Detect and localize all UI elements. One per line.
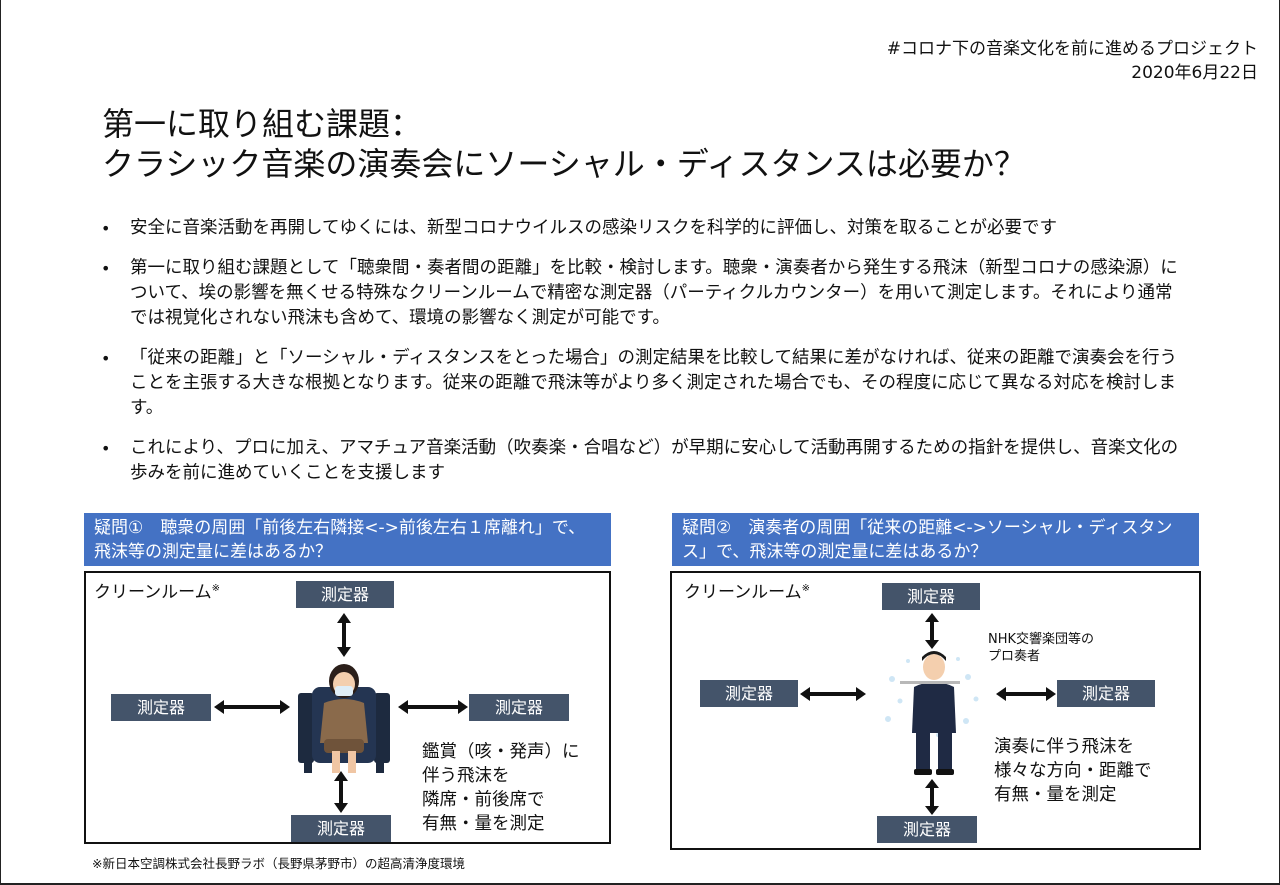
- arrow-horizontal-right: [996, 687, 1056, 701]
- arrow-horizontal-right: [398, 700, 468, 714]
- meter-left: 測定器: [700, 680, 798, 707]
- clean-room-label: クリーンルーム※: [94, 582, 221, 603]
- bullet-item: これにより、プロに加え、アマチュア音楽活動（吹奏楽・合唱など）が早期に安心して活…: [98, 436, 1183, 486]
- clean-room-label: クリーンルーム※: [684, 582, 811, 603]
- meter-bottom: 測定器: [291, 815, 391, 842]
- meter-bottom: 測定器: [877, 816, 977, 843]
- flute-player-illustration: [885, 651, 979, 775]
- footnote: ※新日本空調株式会社長野ラボ（長野県茅野市）の超高清浄度環境: [92, 856, 465, 871]
- seated-audience-illustration: [298, 664, 390, 773]
- arrow-horizontal-left: [800, 687, 866, 701]
- performer-measurement-description: 演奏に伴う飛沫を 様々な方向・距離で 有無・量を測定: [994, 737, 1152, 805]
- meter-top: 測定器: [882, 583, 980, 610]
- meter-right: 測定器: [1057, 680, 1155, 707]
- document-date: 2020年6月22日: [1131, 63, 1258, 83]
- audience-measurement-description: 鑑賞（咳・発声）に 伴う飛沫を 隣席・前後席で 有無・量を測定: [422, 742, 580, 834]
- meter-left: 測定器: [111, 694, 211, 721]
- meter-top: 測定器: [296, 581, 394, 608]
- arrow-vertical-top: [337, 613, 351, 657]
- question-2-diagram: クリーンルーム※ 測定器 測定器 測定器 測定器 NHK交響楽団等の プロ奏者 …: [670, 571, 1201, 850]
- question-1-header: 疑問① 聴衆の周囲「前後左右隣接<->前後左右１席離れ」で、飛沫等の測定量に差は…: [84, 513, 611, 566]
- title-line-1: 第一に取り組む課題：: [102, 105, 423, 143]
- performer-label: NHK交響楽団等の プロ奏者: [988, 632, 1095, 664]
- bullet-item: 安全に音楽活動を再開してゆくには、新型コロナウイルスの感染リスクを科学的に評価し…: [98, 216, 1183, 241]
- page-border-bottom: [0, 883, 1280, 885]
- arrow-horizontal-left: [214, 700, 290, 714]
- title-line-2: クラシック音楽の演奏会にソーシャル・ディスタンスは必要か？: [102, 145, 1026, 183]
- meter-right: 測定器: [469, 694, 569, 721]
- arrow-vertical-top: [925, 613, 939, 649]
- question-1-diagram: クリーンルーム※ 測定器 測定器 測定器 測定器 鑑賞（咳・発声）に 伴う飛沫を…: [84, 571, 611, 844]
- bullet-item: 「従来の距離」と「ソーシャル・ディスタンスをとった場合」の測定結果を比較して結果…: [98, 346, 1183, 421]
- arrow-vertical-bottom: [925, 779, 939, 815]
- page-border-left: [0, 0, 1, 885]
- bullet-item: 第一に取り組む課題として「聴衆間・奏者間の距離」を比較・検討します。聴衆・演奏者…: [98, 256, 1183, 331]
- page-title: 第一に取り組む課題： クラシック音楽の演奏会にソーシャル・ディスタンスは必要か？: [102, 104, 1026, 184]
- bullet-list: 安全に音楽活動を再開してゆくには、新型コロナウイルスの感染リスクを科学的に評価し…: [98, 216, 1183, 501]
- question-2-header: 疑問② 演奏者の周囲「従来の距離<->ソーシャル・ディスタンス」で、飛沫等の測定…: [672, 513, 1199, 566]
- arrow-vertical-bottom: [334, 771, 348, 813]
- project-hashtag: #コロナ下の音楽文化を前に進めるプロジェクト: [886, 39, 1258, 59]
